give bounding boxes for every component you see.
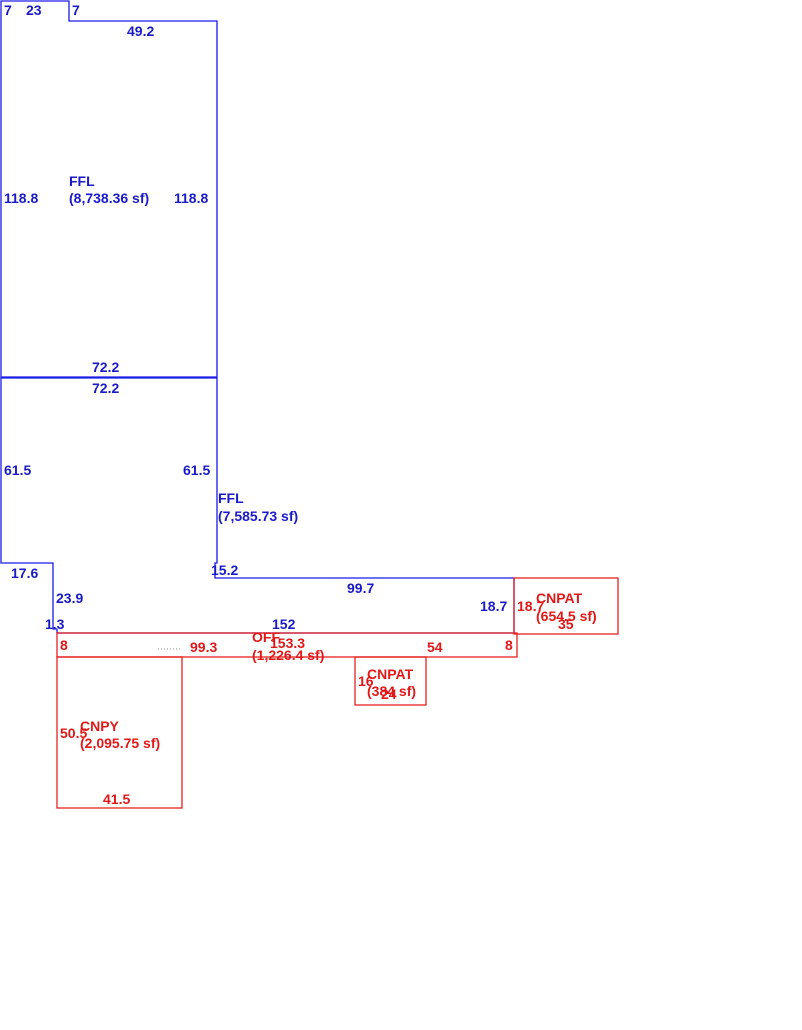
ffl-upper-outline bbox=[0, 0, 218, 378]
cnpat-right-name: CNPAT bbox=[536, 590, 583, 606]
dim-cnpat-small-left: 16 bbox=[358, 673, 374, 689]
dim-cnpy-bottom: 41.5 bbox=[103, 791, 130, 807]
dim-top-23: 23 bbox=[26, 2, 42, 18]
ffl-upper-area: (8,738.36 sf) bbox=[69, 190, 149, 206]
cnpat-small-outline bbox=[354, 656, 427, 706]
dim-cnpat-small-bottom: 24 bbox=[381, 686, 397, 702]
cnpat-right-area: (654.5 sf) bbox=[536, 608, 597, 624]
ffl-upper-name: FFL bbox=[69, 173, 95, 189]
dim-upper-top: 49.2 bbox=[127, 23, 154, 39]
dim-lower-step-23-9: 23.9 bbox=[56, 590, 83, 606]
cnpy-outline bbox=[56, 656, 183, 809]
dim-top-left-7: 7 bbox=[4, 2, 12, 18]
dim-cnpat-right-bottom: 35 bbox=[558, 616, 574, 632]
ffl-lower-area: (7,585.73 sf) bbox=[218, 508, 298, 524]
ffl-lower-name: FFL bbox=[218, 490, 244, 506]
off-area: (1,226.4 sf) bbox=[252, 647, 324, 663]
dim-lower-top: 72.2 bbox=[92, 380, 119, 396]
dim-off-bottom-right: 54 bbox=[427, 639, 443, 655]
dim-lower-left: 61.5 bbox=[4, 462, 31, 478]
dim-upper-left: 118.8 bbox=[4, 190, 38, 206]
dim-lower-wing-top: 99.7 bbox=[347, 580, 374, 596]
dim-off-bottom-left: 99.3 bbox=[190, 639, 217, 655]
dim-lower-right: 61.5 bbox=[183, 462, 210, 478]
dim-off-top: 153.3 bbox=[270, 635, 305, 651]
off-outline bbox=[56, 632, 518, 658]
dim-upper-bottom: 72.2 bbox=[92, 359, 119, 375]
dim-lower-step-1-3: 1.3 bbox=[45, 616, 65, 632]
off-name: OFF bbox=[252, 629, 280, 645]
cnpat-right-outline bbox=[513, 577, 619, 635]
dim-off-right: 8 bbox=[505, 637, 513, 653]
cnpat-small-name: CNPAT bbox=[367, 666, 414, 682]
cnpat-small-area: (384 sf) bbox=[367, 683, 416, 699]
dim-lower-bottom: 152 bbox=[272, 616, 296, 632]
dim-cnpy-left: 50.5 bbox=[60, 725, 87, 741]
cnpy-area: (2,095.75 sf) bbox=[80, 735, 160, 751]
dim-cnpat-right-left: 18.7 bbox=[517, 598, 544, 614]
dim-upper-right: 118.8 bbox=[174, 190, 208, 206]
cnpy-name: CNPY bbox=[80, 718, 120, 734]
dim-lower-wing-right: 18.7 bbox=[480, 598, 507, 614]
dim-lower-step-17-6: 17.6 bbox=[11, 565, 38, 581]
dim-top-right-7: 7 bbox=[72, 2, 80, 18]
dim-lower-step-15-2: 15.2 bbox=[211, 562, 238, 578]
dim-off-left: 8 bbox=[60, 637, 68, 653]
